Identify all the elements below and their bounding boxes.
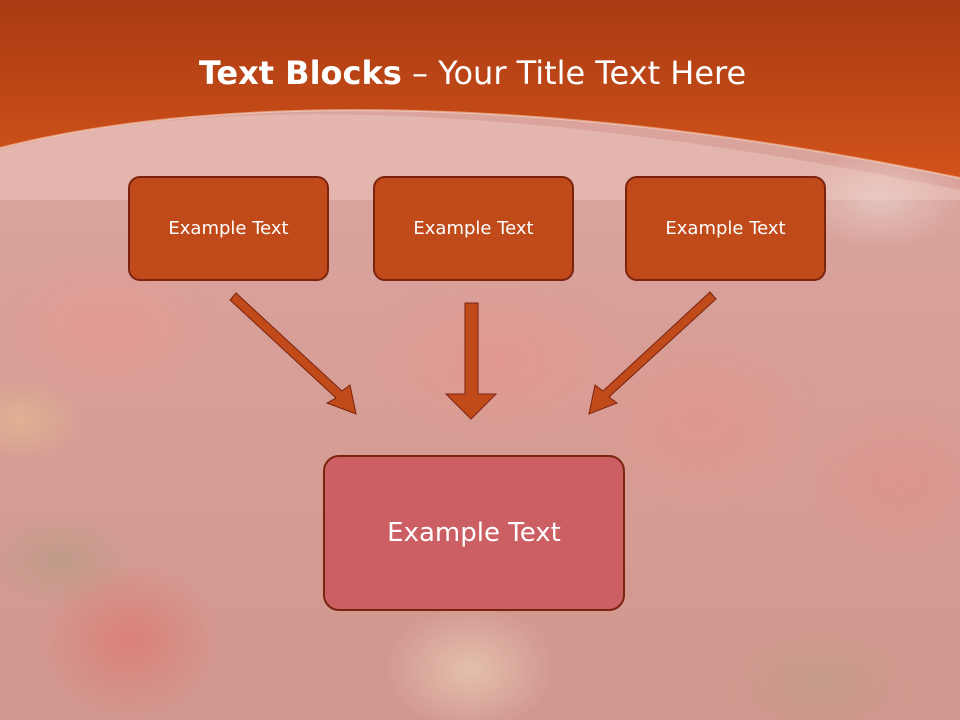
text-block-left-label: Example Text: [168, 218, 289, 239]
title-bold-part: Text Blocks: [198, 54, 402, 92]
slide-title: Text Blocks – Your Title Text Here: [0, 54, 945, 92]
title-regular-part: – Your Title Text Here: [411, 54, 747, 92]
text-block-right-label: Example Text: [665, 218, 786, 239]
text-block-middle[interactable]: Example Text: [373, 176, 574, 281]
header-swoosh-edge: [0, 109, 960, 179]
header-swoosh: [0, 0, 960, 178]
text-block-right[interactable]: Example Text: [625, 176, 826, 281]
text-block-middle-label: Example Text: [413, 218, 534, 239]
arrow-right-to-center: [588, 291, 717, 415]
text-block-left[interactable]: Example Text: [128, 176, 329, 281]
arrow-left-to-center: [229, 292, 357, 415]
text-block-center-label: Example Text: [387, 518, 561, 548]
text-block-center[interactable]: Example Text: [323, 455, 625, 611]
arrow-middle-to-center: [444, 302, 498, 420]
